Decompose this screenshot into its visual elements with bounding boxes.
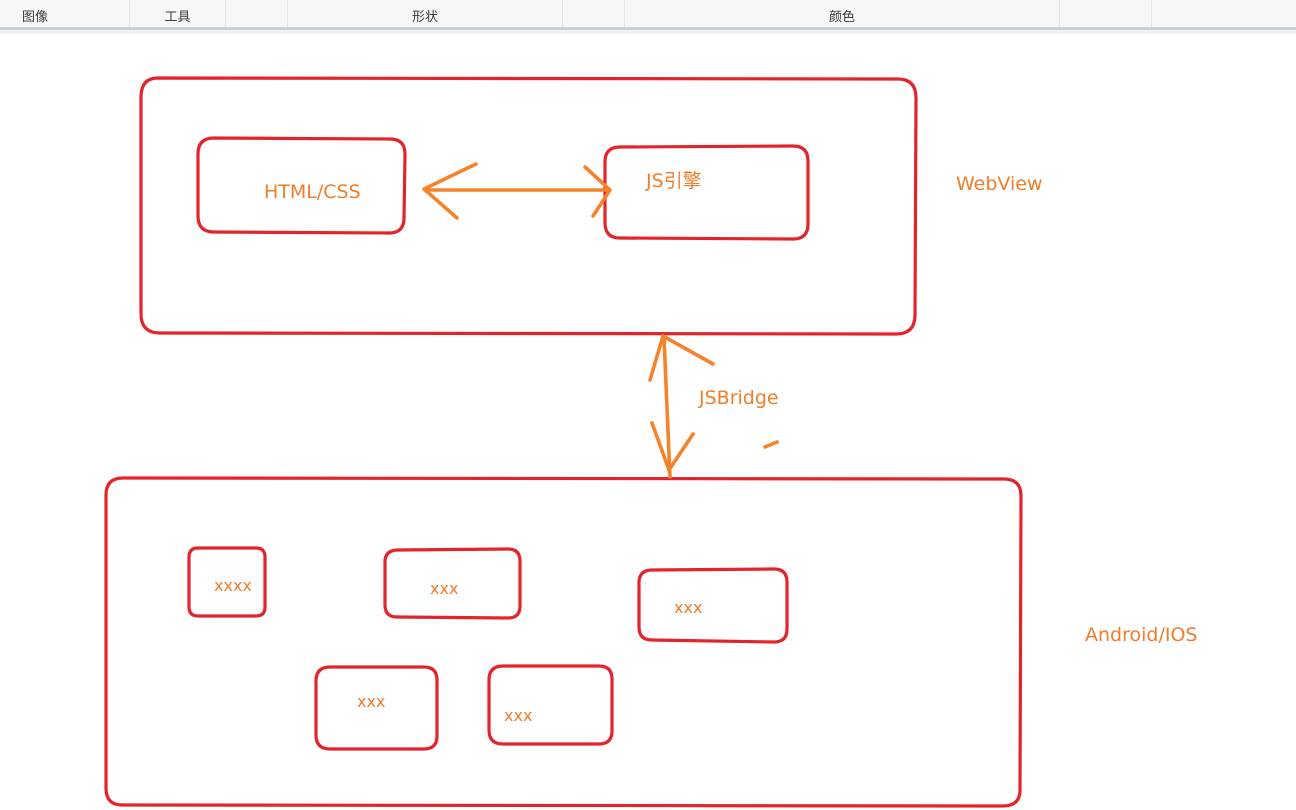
ribbon-group-extra[interactable] [1152,0,1296,27]
native-item-box [487,664,614,746]
ribbon-group-edit-colors[interactable] [1060,0,1152,27]
html-css-label: HTML/CSS [264,181,361,203]
ribbon-group-shapes[interactable]: 形状 [288,0,563,27]
diagram-svg [104,76,1023,808]
ribbon-group-tools[interactable]: 工具 [130,0,226,27]
arrow-jsbridge [662,336,672,479]
arrowhead-down [650,421,695,472]
ribbon-divider [0,30,1296,34]
webview-box [139,76,918,336]
js-engine-label: JS引擎 [646,170,702,192]
native-item-label: xxx [430,579,459,598]
ribbon-group-size[interactable] [563,0,625,27]
native-item-box [383,547,522,620]
stray-mark [763,440,779,449]
native-item-label: xxx [357,692,386,711]
native-item-box [637,567,789,644]
native-item-label: xxx [504,706,533,725]
native-box [104,476,1023,808]
ribbon-group-colors[interactable]: 颜色 [625,0,1060,27]
ribbon-group-brushes[interactable] [226,0,288,27]
native-item-label: xxxx [214,576,252,595]
ribbon-group-label: 工具 [164,10,191,25]
arrowhead-left [422,162,478,220]
html-css-box [196,136,407,235]
ribbon-group-label: 图像 [22,10,49,25]
jsbridge-label: JSBridge [699,387,779,409]
ribbon-header: 图像 工具 形状 颜色 [0,0,1296,30]
native-item-box [187,546,267,618]
native-label: Android/IOS [1085,624,1198,646]
ribbon-group-label: 形状 [411,10,438,25]
arrowhead-right [583,165,612,218]
js-engine-box [603,144,810,241]
webview-label: WebView [956,173,1043,195]
native-item-box [314,665,439,751]
drawing-canvas[interactable]: HTML/CSS JS引擎 WebView JSBridge Android/I… [0,34,1296,810]
ribbon-group-label: 颜色 [828,10,855,25]
arrowhead-up [648,334,715,382]
ribbon-group-image[interactable]: 图像 [0,0,130,27]
native-item-label: xxx [674,598,703,617]
